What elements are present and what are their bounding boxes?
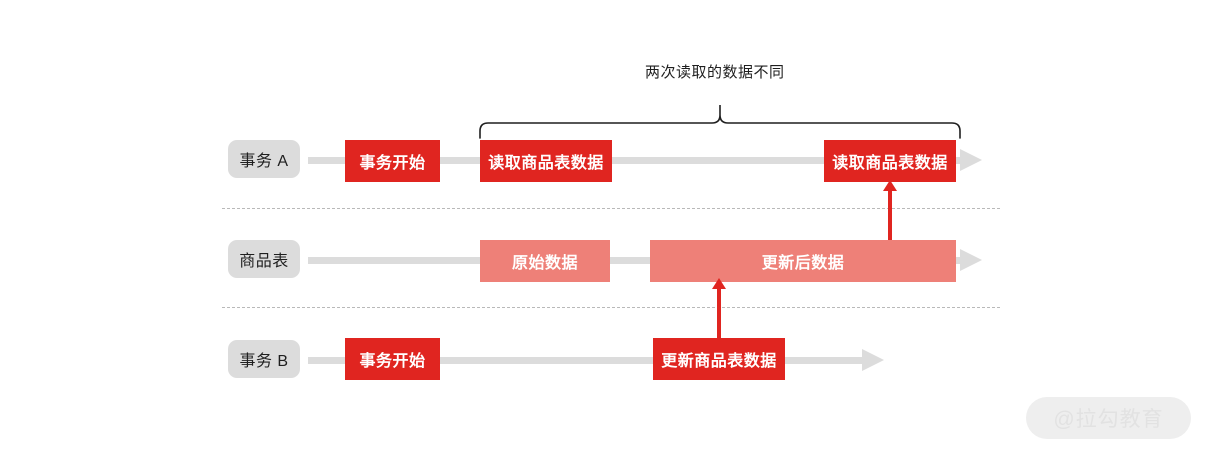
annotation-brace [470,98,975,145]
dependency-arrow-table-to-read [888,190,892,240]
watermark: @拉勾教育 [1026,397,1191,439]
timeline-arrowhead-transaction-b [862,349,884,371]
lane-label-product-table: 商品表 [228,240,300,278]
dependency-arrowhead-table-to-read [883,180,897,191]
timeline-arrowhead-product-table [960,249,982,271]
lane-separator-2 [222,307,1000,308]
lane-separator-1 [222,208,1000,209]
lane-label-transaction-b: 事务 B [228,340,300,378]
event-pt-original[interactable]: 原始数据 [480,240,610,282]
annotation-label: 两次读取的数据不同 [645,64,785,81]
dependency-arrowhead-update-to-table [712,278,726,289]
event-tx-b-update[interactable]: 更新商品表数据 [653,338,785,380]
timeline-transaction-a [308,157,962,164]
dependency-arrow-update-to-table [717,288,721,338]
timeline-transaction-b [308,357,864,364]
event-tx-b-begin[interactable]: 事务开始 [345,338,440,380]
event-tx-a-begin[interactable]: 事务开始 [345,140,440,182]
lane-label-transaction-a: 事务 A [228,140,300,178]
event-tx-a-read-2[interactable]: 读取商品表数据 [824,140,956,182]
brace-icon [479,105,961,139]
event-pt-updated[interactable]: 更新后数据 [650,240,956,282]
timeline-product-table [308,257,962,264]
event-tx-a-read-1[interactable]: 读取商品表数据 [480,140,612,182]
timeline-arrowhead-transaction-a [960,149,982,171]
